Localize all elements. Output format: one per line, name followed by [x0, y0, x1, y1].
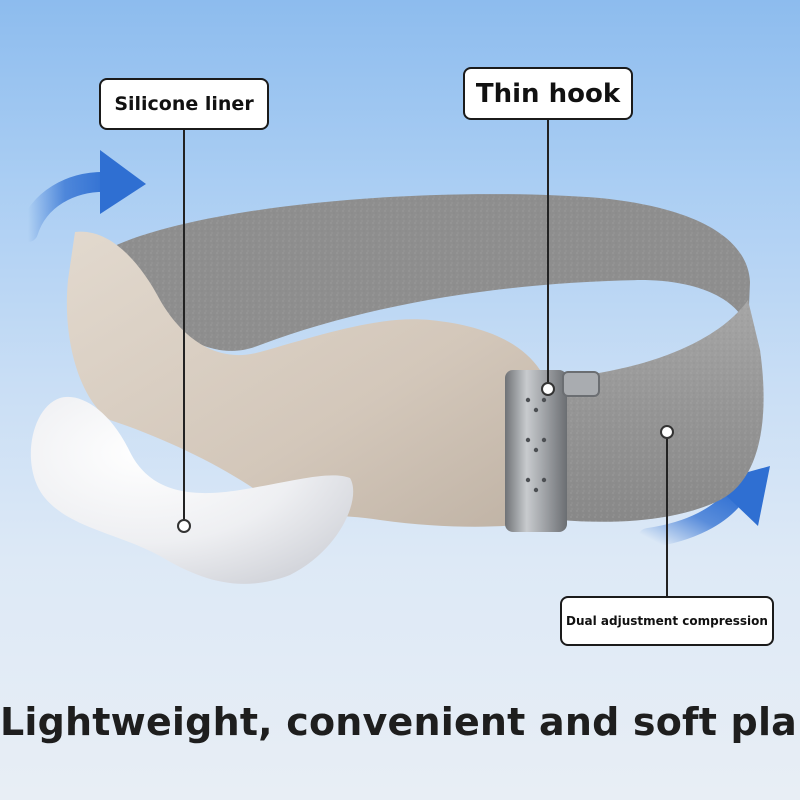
front-strap — [560, 300, 764, 522]
left-curved-arrow-icon — [18, 150, 146, 242]
thin-hook-label: Thin hook — [463, 67, 633, 120]
thin-hook-text: Thin hook — [475, 78, 621, 109]
dual-adjustment-label: Dual adjustment compression — [560, 596, 774, 646]
callout-leader-lines — [183, 120, 668, 596]
product-caption: Lightweight, convenient and soft plaid — [0, 700, 800, 744]
beige-pad — [66, 231, 548, 527]
thin-hook-buckle — [505, 370, 600, 532]
back-strap — [110, 194, 750, 351]
callout-markers — [177, 382, 674, 533]
silicone-liner-text: Silicone liner — [114, 93, 254, 115]
silicone-liner-label: Silicone liner — [99, 78, 269, 130]
dual-adjustment-text: Dual adjustment compression — [566, 614, 768, 628]
silicone-liner-pad — [30, 396, 354, 584]
